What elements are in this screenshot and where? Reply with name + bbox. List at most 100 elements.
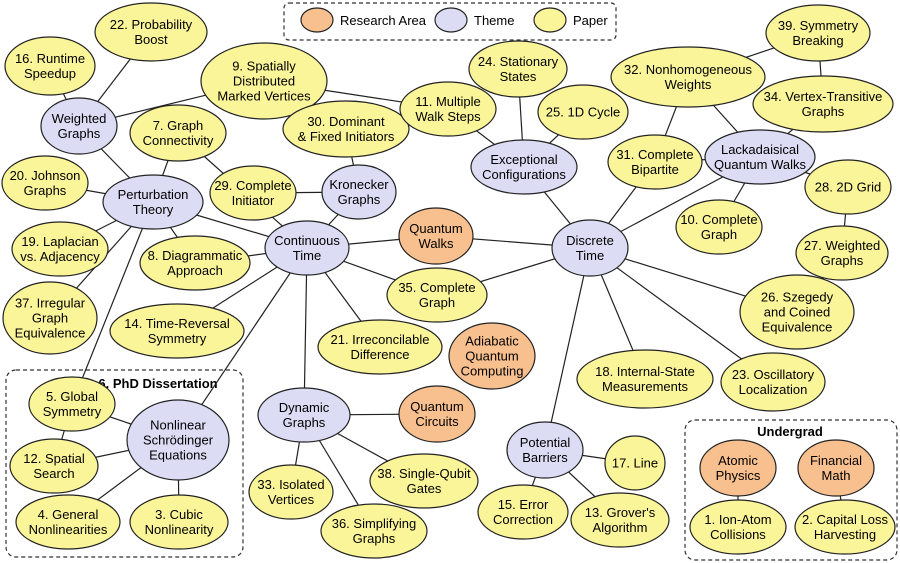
node-p25-label: 25. 1D Cycle [546, 105, 620, 120]
node-p29-label: 29. Complete [214, 178, 291, 193]
node-p25: 25. 1D Cycle [537, 84, 629, 140]
node-p8-label: 8. Diagrammatic [148, 248, 243, 263]
node-p38-label: 38. Single-Qubit [377, 466, 471, 481]
node-nse-label: Schrödinger [143, 433, 214, 448]
node-p21-label: Difference [350, 347, 409, 362]
node-p20-shape [1, 155, 89, 211]
group-title-phd: 6. PhD Dissertation [98, 376, 217, 391]
node-p37-label: Graph [32, 311, 68, 326]
node-p4-label: 4. General [38, 507, 99, 522]
node-ap-shape [699, 439, 777, 497]
node-p36-label: 36. Simplifying [332, 516, 417, 531]
edge-pt-p5 [71, 201, 154, 405]
node-qc-label: Circuits [415, 414, 459, 429]
node-p18-label: 18. Internal-State [595, 364, 695, 379]
node-p14-label: 14. Time-Reversal [124, 316, 230, 331]
node-ct-shape [264, 220, 350, 276]
node-dt-shape [551, 219, 629, 277]
node-p7-label: Connectivity [143, 133, 214, 148]
node-ct-label: Time [293, 248, 321, 263]
node-p27-label: 27. Weighted [804, 238, 880, 253]
node-p38-shape [369, 453, 479, 509]
node-p10-shape [675, 199, 763, 255]
node-pb-label: Barriers [522, 450, 568, 465]
node-p30-shape [282, 100, 410, 158]
node-lqw-label: Lackadaisical [721, 142, 799, 157]
node-p33-shape [248, 464, 334, 520]
node-p3-shape [129, 494, 229, 550]
node-lqw-shape [704, 129, 816, 185]
node-p31-label: 31. Complete [616, 147, 693, 162]
node-p19-label: 19. Laplacian [21, 234, 98, 249]
node-p15-label: Correction [493, 512, 553, 527]
node-qw-label: Walks [419, 236, 454, 251]
edge-ct-dg [303, 247, 308, 416]
node-p5-label: Symmetry [43, 404, 102, 419]
node-dg-shape [257, 387, 351, 443]
node-wg-label: Weighted [52, 111, 107, 126]
node-aqc-label: Quantum [465, 349, 518, 364]
node-p1-label: 1. Ion-Atom [704, 512, 771, 527]
node-p19-label: vs. Adjacency [20, 249, 100, 264]
node-p34-label: Graphs [802, 104, 845, 119]
node-p9-shape [200, 42, 328, 120]
node-pt-shape [102, 174, 204, 230]
node-qw-label: Quantum [409, 221, 462, 236]
node-p33-label: Vertices [268, 492, 315, 507]
node-aqc-shape [448, 322, 536, 390]
node-p4-shape [15, 494, 121, 550]
node-pb-shape [506, 421, 584, 479]
node-ec-label: Configurations [482, 167, 566, 182]
node-p22-shape [94, 2, 208, 62]
node-p30: 30. Dominant& Fixed Initiators [282, 100, 410, 158]
node-p14-label: Symmetry [148, 331, 207, 346]
node-p27-shape [795, 225, 889, 281]
node-p24-label: States [500, 69, 537, 84]
node-p2-label: Harvesting [814, 527, 876, 542]
node-p31-label: Bipartite [631, 162, 679, 177]
node-p30-label: & Fixed Initiators [298, 129, 395, 144]
node-wg-shape [40, 97, 118, 155]
node-p15-shape [477, 484, 569, 540]
node-p26-label: Equivalence [762, 320, 833, 335]
node-p17: 17. Line [604, 435, 666, 491]
node-dg-label: Graphs [283, 415, 326, 430]
node-p8-label: Approach [167, 263, 223, 278]
node-p11-label: Walk Steps [415, 109, 481, 124]
node-p38-label: Gates [407, 481, 442, 496]
node-p24-label: 24. Stationary [478, 54, 559, 69]
node-p39-label: Breaking [792, 33, 843, 48]
node-qc-label: Quantum [410, 399, 463, 414]
node-pt-label: Perturbation [118, 187, 189, 202]
node-p36-shape [320, 503, 428, 559]
node-p33-label: 33. Isolated [257, 477, 324, 492]
node-p28-label: 28. 2D Grid [815, 180, 881, 195]
node-dt-label: Discrete [566, 233, 614, 248]
node-p21-shape [317, 319, 443, 375]
edge-dt-pb [544, 247, 591, 451]
node-p4-label: Nonlinearities [29, 522, 108, 537]
